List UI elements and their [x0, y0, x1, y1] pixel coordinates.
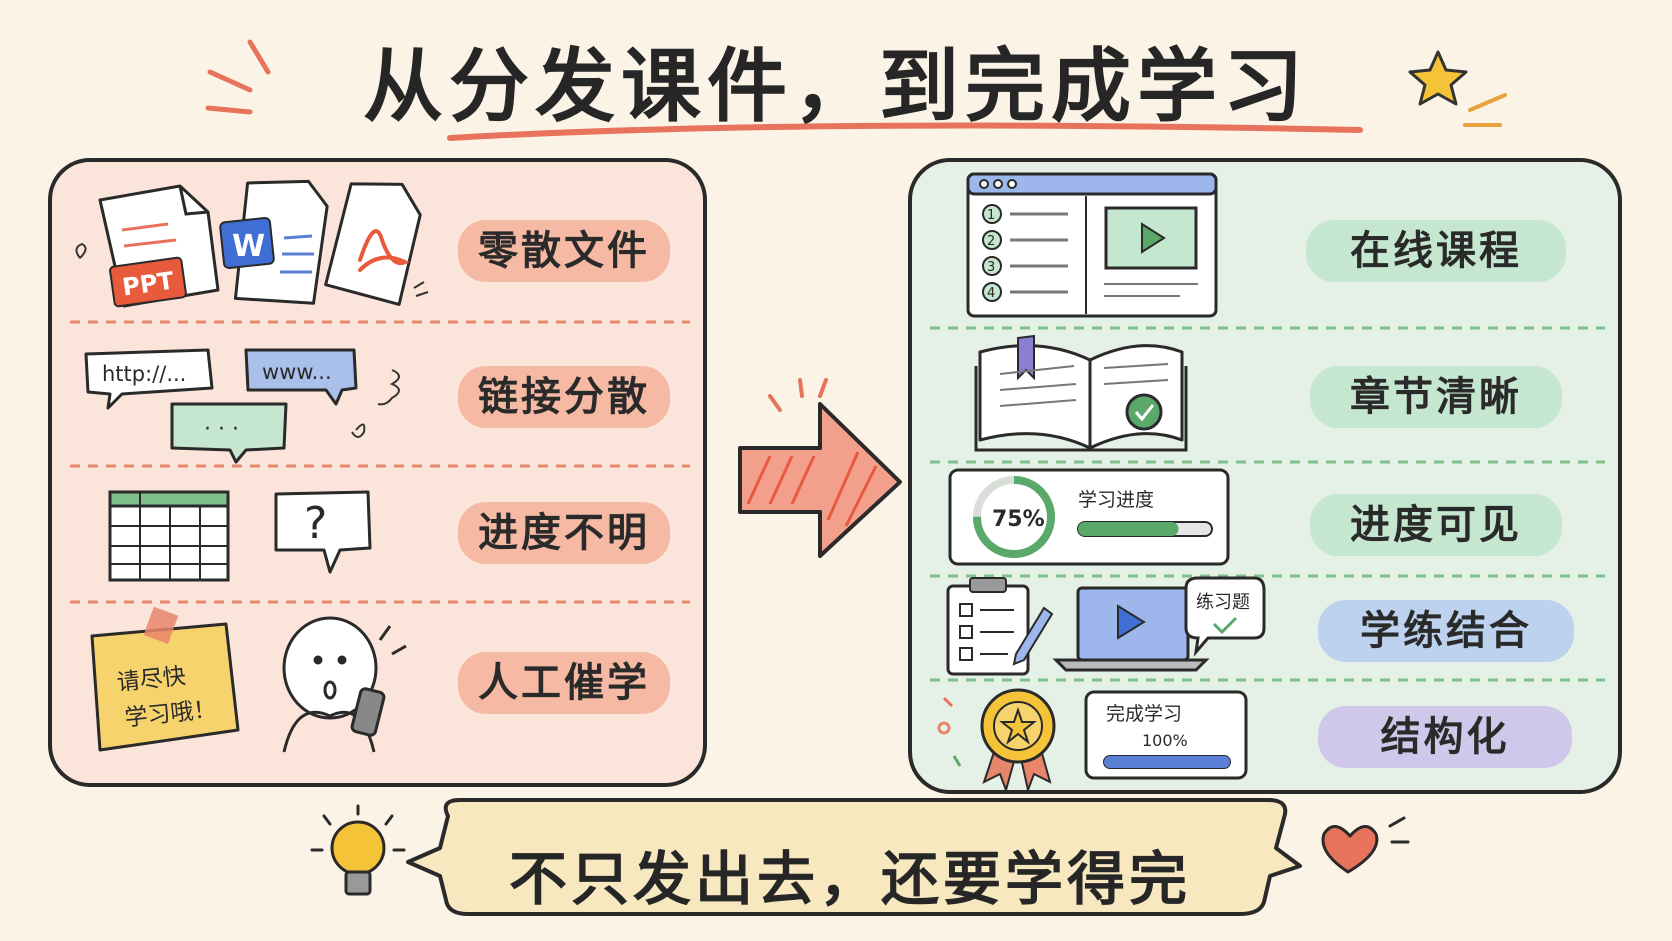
right-dividers	[930, 326, 1605, 682]
page-title: 从分发课件，到完成学习	[363, 40, 1309, 133]
right-label-structured: 结构化	[1318, 706, 1572, 768]
left-dividers	[70, 320, 690, 604]
course-list-number-badge	[982, 256, 1002, 276]
scribble-icon	[377, 369, 400, 406]
http-bubble-text: http://...	[102, 362, 186, 386]
title-underline	[447, 122, 1363, 141]
checklist-clipboard-icon	[946, 577, 1054, 676]
course-list-number-badge	[982, 204, 1002, 224]
medal-icon	[980, 688, 1056, 794]
course-list-number-badge	[982, 282, 1002, 302]
dots-bubble-text: · · ·	[204, 417, 239, 442]
progress-percent-text: 75%	[992, 507, 1045, 532]
progress-ring	[973, 476, 1055, 558]
course-list-number-badge	[982, 230, 1002, 250]
www-bubble-text: www...	[262, 360, 332, 384]
course-list-number: 4	[987, 286, 995, 301]
practice-bubble: 练习题	[1184, 576, 1266, 657]
question-mark-text: ?	[304, 498, 327, 549]
course-list: 1 2 3 4	[982, 204, 1068, 302]
course-list-number: 1	[987, 208, 995, 223]
left-label-manual-reminders: 人工催学	[458, 652, 670, 714]
http-bubble: http://...	[84, 348, 214, 410]
open-book-icon	[974, 334, 1188, 452]
pdf-file-icon	[324, 182, 422, 306]
ppt-file-icon: PPT	[98, 184, 220, 308]
bottom-banner-text: 不只发出去，还要学得完	[508, 845, 1191, 913]
left-label-unclear-progress: 进度不明	[458, 502, 670, 564]
left-label-scattered-links: 链接分散	[458, 366, 670, 428]
question-bubble: ?	[274, 490, 372, 574]
word-file-icon: W	[219, 179, 329, 305]
complete-bar-fill	[1104, 756, 1230, 768]
left-label-scattered-files: 零散文件	[458, 220, 670, 282]
online-course-window	[966, 172, 1218, 318]
right-label-clear-chapters: 章节清晰	[1310, 366, 1562, 428]
spreadsheet-icon	[108, 490, 230, 582]
sticky-note: 请尽快 学习哦！	[90, 606, 240, 752]
word-badge-label: W	[232, 229, 265, 264]
arrow-right-icon	[738, 378, 902, 558]
squiggle-icon	[75, 242, 87, 259]
worried-person-icon	[282, 616, 407, 753]
confetti-icon	[937, 696, 962, 767]
laptop-video-icon	[1052, 586, 1210, 672]
lightbulb-icon	[310, 804, 406, 896]
title-sparkle-left-icon	[205, 39, 271, 115]
bottom-banner-shape	[406, 798, 1302, 916]
progress-card: 75% 学习进度	[948, 468, 1230, 566]
loop-icon	[351, 423, 366, 438]
right-label-online-course: 在线课程	[1306, 220, 1566, 282]
progress-bar-fill	[1078, 522, 1179, 536]
course-list-number: 3	[987, 260, 995, 275]
complete-percent-text: 100%	[1142, 731, 1188, 750]
complete-card: 完成学习 100%	[1084, 690, 1248, 780]
right-label-visible-progress: 进度可见	[1310, 494, 1562, 556]
heart-icon	[1321, 816, 1410, 874]
star-icon	[1408, 50, 1468, 106]
www-bubble: www...	[244, 348, 358, 406]
dots-bubble: · · ·	[170, 402, 288, 464]
complete-card-title: 完成学习	[1106, 703, 1182, 725]
course-list-number: 2	[987, 234, 995, 249]
progress-card-title: 学习进度	[1078, 489, 1154, 511]
practice-bubble-text: 练习题	[1196, 592, 1250, 613]
title-sparkle-right-icon	[1463, 93, 1507, 127]
right-label-learn-and-practice: 学练结合	[1318, 600, 1574, 662]
motion-lines-icon	[413, 281, 429, 297]
